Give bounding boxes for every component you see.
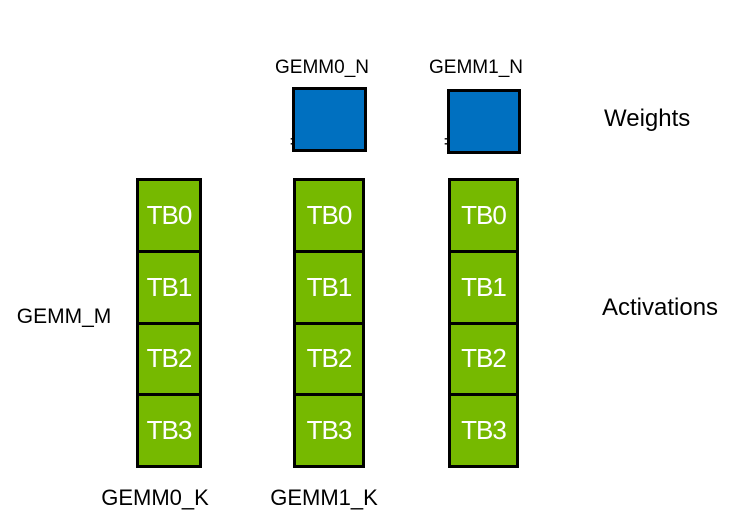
gemm0-weights-block — [292, 87, 367, 152]
tb-cell: TB0 — [146, 199, 193, 230]
tb-cell: TB2 — [296, 321, 362, 394]
tb-cell: TB3 — [451, 393, 516, 465]
tb-cell: TB2 — [451, 321, 516, 394]
weights-label: Weights — [604, 105, 691, 132]
tb-cell: TB1 — [139, 249, 199, 322]
gemm1-n-label-line1: GEMM1_N — [429, 57, 523, 78]
tb-cell: TB2 — [139, 321, 199, 394]
tb-cell: TB0 — [461, 199, 507, 230]
activation-column-0: TB0 TB1 TB2 TB3 — [136, 178, 202, 468]
gemm0-k-label: GEMM0_K — [101, 485, 209, 510]
tb-cell: TB3 — [139, 393, 199, 465]
activations-label: Activations — [602, 294, 719, 321]
tb-cell: TB0 — [306, 199, 353, 230]
tb-cell: TB3 — [296, 393, 362, 465]
gemm0-n-label-line1: GEMM0_N — [275, 57, 369, 78]
gemm1-weights-block — [447, 89, 521, 154]
gemm1-k-label: GEMM1_K — [270, 485, 378, 510]
activation-column-2: TB0 TB1 TB2 TB3 — [448, 178, 519, 468]
tb-cell: TB1 — [451, 249, 516, 322]
gemm-m-label: GEMM_M — [16, 305, 112, 328]
activation-column-1: TB0 TB1 TB2 TB3 — [293, 178, 365, 468]
tb-cell: TB1 — [296, 249, 362, 322]
